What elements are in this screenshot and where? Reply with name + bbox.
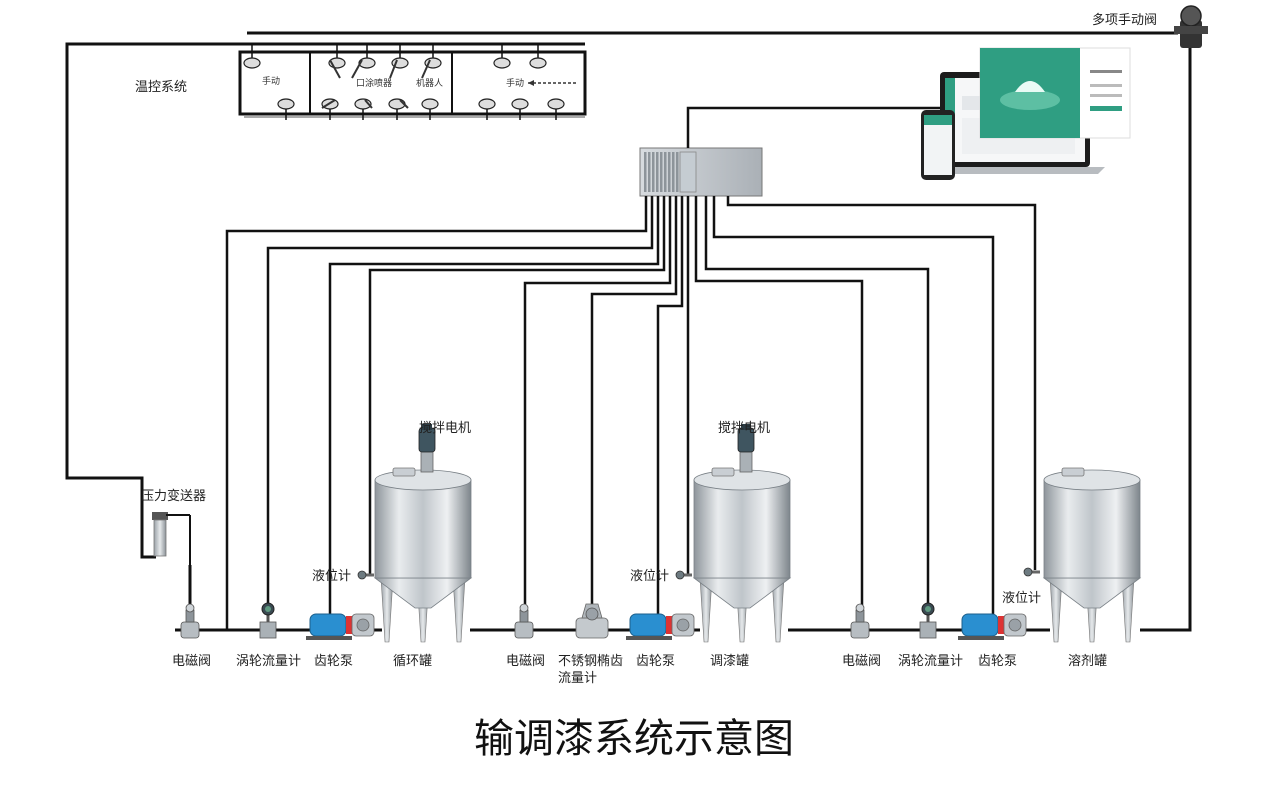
pressure-transmitter-label: 压力变送器 [141, 488, 206, 504]
level-meter-2 [675, 570, 692, 580]
gear-pump-1 [306, 613, 375, 640]
panel-label-manual-right: 手动 [506, 77, 524, 89]
level-meter-1 [357, 570, 374, 580]
solenoid-valve-1 [180, 603, 200, 639]
label-mixing-tank: 调漆罐 [710, 653, 749, 669]
ss-gear-flowmeter [575, 603, 609, 639]
label-solenoid-valve-2: 电磁阀 [506, 654, 545, 669]
panel-label-robot: 机器人 [416, 77, 443, 89]
temp-control-panel: 手动 口涂喷器 机器人 手动 [238, 42, 587, 120]
label-ss-gear-flowmeter-1: 不锈钢椭齿 [558, 653, 623, 669]
solenoid-valve-3 [850, 603, 870, 639]
label-circulation-tank: 循环罐 [393, 654, 432, 669]
solenoid-valve-2 [514, 603, 534, 639]
bottom-pipeline [175, 565, 1050, 632]
circulation-tank [373, 424, 473, 643]
label-gear-pump-2: 齿轮泵 [636, 654, 675, 669]
label-solenoid-valve-3: 电磁阀 [842, 654, 881, 669]
pressure-transmitter [152, 512, 191, 565]
multi-manual-valve-label: 多项手动阀 [1092, 12, 1157, 28]
label-ss-gear-flowmeter-2: 流量计 [558, 671, 597, 686]
top-pipework [65, 31, 1192, 632]
diagram-title: 输调漆系统示意图 [474, 716, 794, 762]
label-solvent-tank: 溶剂罐 [1068, 654, 1107, 669]
gear-pump-3 [958, 613, 1027, 640]
panel-label-sprayer: 口涂喷器 [356, 77, 392, 89]
level-meter-3 [1023, 567, 1040, 577]
level-meter-label-1: 液位计 [312, 569, 351, 584]
temp-control-label: 温控系统 [135, 80, 187, 95]
level-meter-label-3: 液位计 [1002, 591, 1041, 606]
inline-devices [180, 567, 1040, 640]
panel-valves [243, 44, 565, 120]
control-wires [225, 196, 995, 630]
label-gear-pump-3: 齿轮泵 [978, 654, 1017, 669]
label-solenoid-valve-1: 电磁阀 [172, 654, 211, 669]
mixing-tank [692, 424, 792, 643]
tanks [373, 424, 1142, 643]
level-meter-label-2: 液位计 [630, 569, 669, 584]
gear-pump-2 [626, 613, 695, 640]
turbine-flowmeter-1 [259, 602, 277, 639]
monitoring-devices [921, 47, 1131, 180]
motor-label-1: 搅拌电机 [419, 420, 471, 436]
label-turbine-flowmeter-2: 涡轮流量计 [898, 654, 963, 669]
solvent-tank [1042, 467, 1142, 643]
label-turbine-flowmeter-1: 涡轮流量计 [236, 654, 301, 669]
controller-server [639, 147, 763, 197]
panel-label-manual-left: 手动 [262, 75, 280, 87]
turbine-flowmeter-2 [919, 602, 937, 639]
motor-label-2: 搅拌电机 [718, 420, 770, 436]
multi-manual-valve [1174, 5, 1208, 48]
label-gear-pump-1: 齿轮泵 [314, 654, 353, 669]
